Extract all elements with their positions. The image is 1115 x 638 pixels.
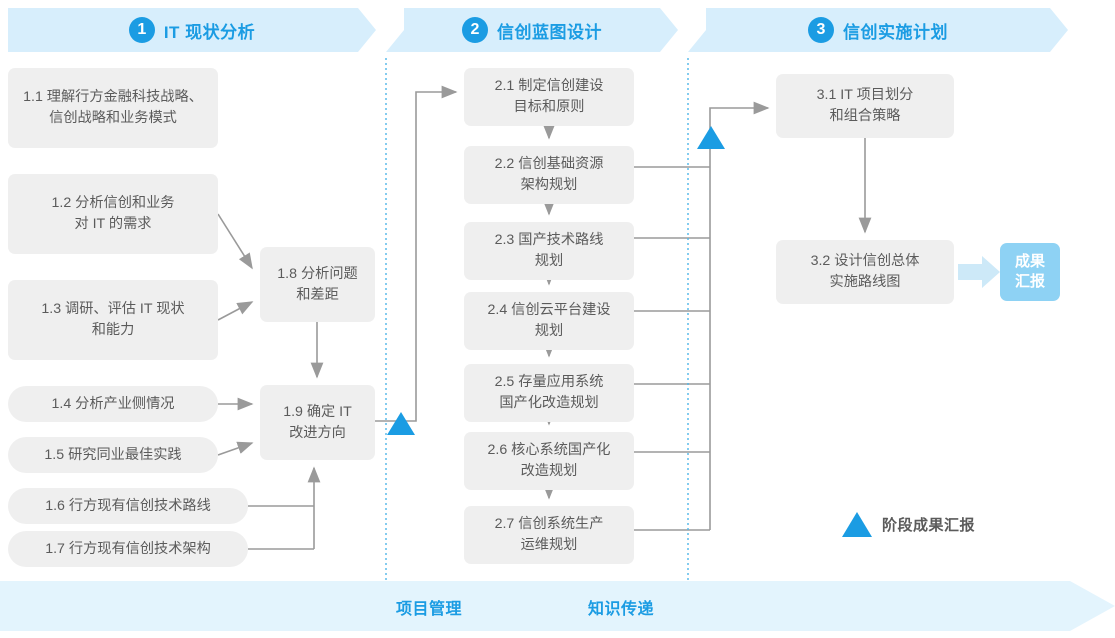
node-1.3[interactable]: 1.3 调研、评估 IT 现状 和能力: [8, 280, 218, 360]
node-3.2[interactable]: 3.2 设计信创总体 实施路线图: [776, 240, 954, 304]
node-label: 1.1 理解行方金融科技战略、 信创战略和业务模式: [23, 89, 203, 126]
phase-header-1[interactable]: 1 IT 现状分析: [8, 8, 376, 52]
node-1.7[interactable]: 1.7 行方现有信创技术架构: [8, 531, 248, 567]
phase-title: 信创蓝图设计: [497, 22, 602, 42]
node-label: 1.9 确定 IT 改进方向: [283, 403, 352, 441]
bottom-track-label-1: 项目管理: [396, 601, 463, 618]
phase-number-badge: 3: [808, 17, 834, 43]
node-2.6[interactable]: 2.6 核心系统国产化 改造规划: [464, 432, 634, 490]
node-1.8[interactable]: 1.8 分析问题 和差距: [260, 247, 375, 322]
legend: 阶段成果汇报: [842, 512, 975, 537]
phase-title: IT 现状分析: [163, 22, 256, 42]
bottom-track-label-2: 知识传递: [588, 601, 655, 618]
phase-header-inner: 3 信创实施计划: [808, 17, 948, 43]
node-2.5[interactable]: 2.5 存量应用系统 国产化改造规划: [464, 364, 634, 422]
result-report-label: 成果 汇报: [1014, 252, 1045, 290]
node-2.7[interactable]: 2.7 信创系统生产 运维规划: [464, 506, 634, 564]
triangle-milestone-icon: [842, 512, 872, 537]
node-label: 3.2 设计信创总体 实施路线图: [810, 253, 920, 290]
wire-3.2-to-result: [958, 256, 1000, 288]
phase-title: 信创实施计划: [843, 22, 948, 42]
wire-1.2-to-1.8: [217, 213, 253, 270]
phase-header-band: 1 IT 现状分析 2 信创蓝图设计 3 信创实施计划: [0, 8, 1115, 52]
phase-divider-lines: [385, 58, 689, 580]
wire-1.9-to-2.1: [375, 85, 458, 422]
milestone-phase2-icon: [697, 126, 725, 149]
node-label: 1.3 调研、评估 IT 现状 和能力: [41, 301, 185, 338]
node-label: 2.4 信创云平台建设 规划: [487, 302, 611, 339]
node-1.5[interactable]: 1.5 研究同业最佳实践: [8, 437, 218, 473]
node-1.6[interactable]: 1.6 行方现有信创技术路线: [8, 488, 248, 524]
node-label: 2.2 信创基础资源 架构规划: [494, 156, 604, 193]
node-label: 1.4 分析产业侧情况: [51, 395, 175, 412]
node-2.4[interactable]: 2.4 信创云平台建设 规划: [464, 292, 634, 350]
node-2.2[interactable]: 2.2 信创基础资源 架构规划: [464, 146, 634, 204]
phase-header-inner: 1 IT 现状分析: [129, 17, 255, 43]
node-1.1[interactable]: 1.1 理解行方金融科技战略、 信创战略和业务模式: [8, 68, 218, 148]
node-label: 2.7 信创系统生产 运维规划: [494, 516, 604, 553]
milestone-phase1-icon: [387, 412, 415, 435]
node-label: 1.2 分析信创和业务 对 IT 的需求: [51, 195, 175, 232]
node-label: 1.6 行方现有信创技术路线: [45, 497, 211, 514]
node-1.9[interactable]: 1.9 确定 IT 改进方向: [260, 385, 375, 460]
phase-header-inner: 2 信创蓝图设计: [462, 17, 602, 43]
node-label: 2.5 存量应用系统 国产化改造规划: [494, 374, 604, 411]
result-report-badge[interactable]: 成果 汇报: [1000, 243, 1060, 301]
node-label: 1.7 行方现有信创技术架构: [45, 540, 211, 557]
bottom-track-band: 项目管理 知识传递: [0, 581, 1115, 631]
node-label: 2.6 核心系统国产化 改造规划: [487, 442, 611, 479]
node-label: 2.3 国产技术路线 规划: [494, 232, 604, 269]
node-label: 1.5 研究同业最佳实践: [44, 446, 182, 463]
phase-number-badge: 2: [462, 17, 488, 43]
node-2.1[interactable]: 2.1 制定信创建设 目标和原则: [464, 68, 634, 126]
node-1.4[interactable]: 1.4 分析产业侧情况: [8, 386, 218, 422]
node-label: 3.1 IT 项目划分 和组合策略: [816, 87, 914, 124]
wire-1.3-to-1.8: [217, 301, 254, 321]
phase-number-badge: 1: [129, 17, 155, 43]
phase-header-3[interactable]: 3 信创实施计划: [688, 8, 1068, 52]
node-label: 1.8 分析问题 和差距: [277, 265, 358, 303]
phase-header-2[interactable]: 2 信创蓝图设计: [386, 8, 678, 52]
wire-1.5-to-1.9: [217, 441, 254, 456]
node-1.2[interactable]: 1.2 分析信创和业务 对 IT 的需求: [8, 174, 218, 254]
legend-label: 阶段成果汇报: [882, 517, 976, 534]
node-3.1[interactable]: 3.1 IT 项目划分 和组合策略: [776, 74, 954, 138]
node-label: 2.1 制定信创建设 目标和原则: [494, 78, 604, 115]
node-2.3[interactable]: 2.3 国产技术路线 规划: [464, 222, 634, 280]
